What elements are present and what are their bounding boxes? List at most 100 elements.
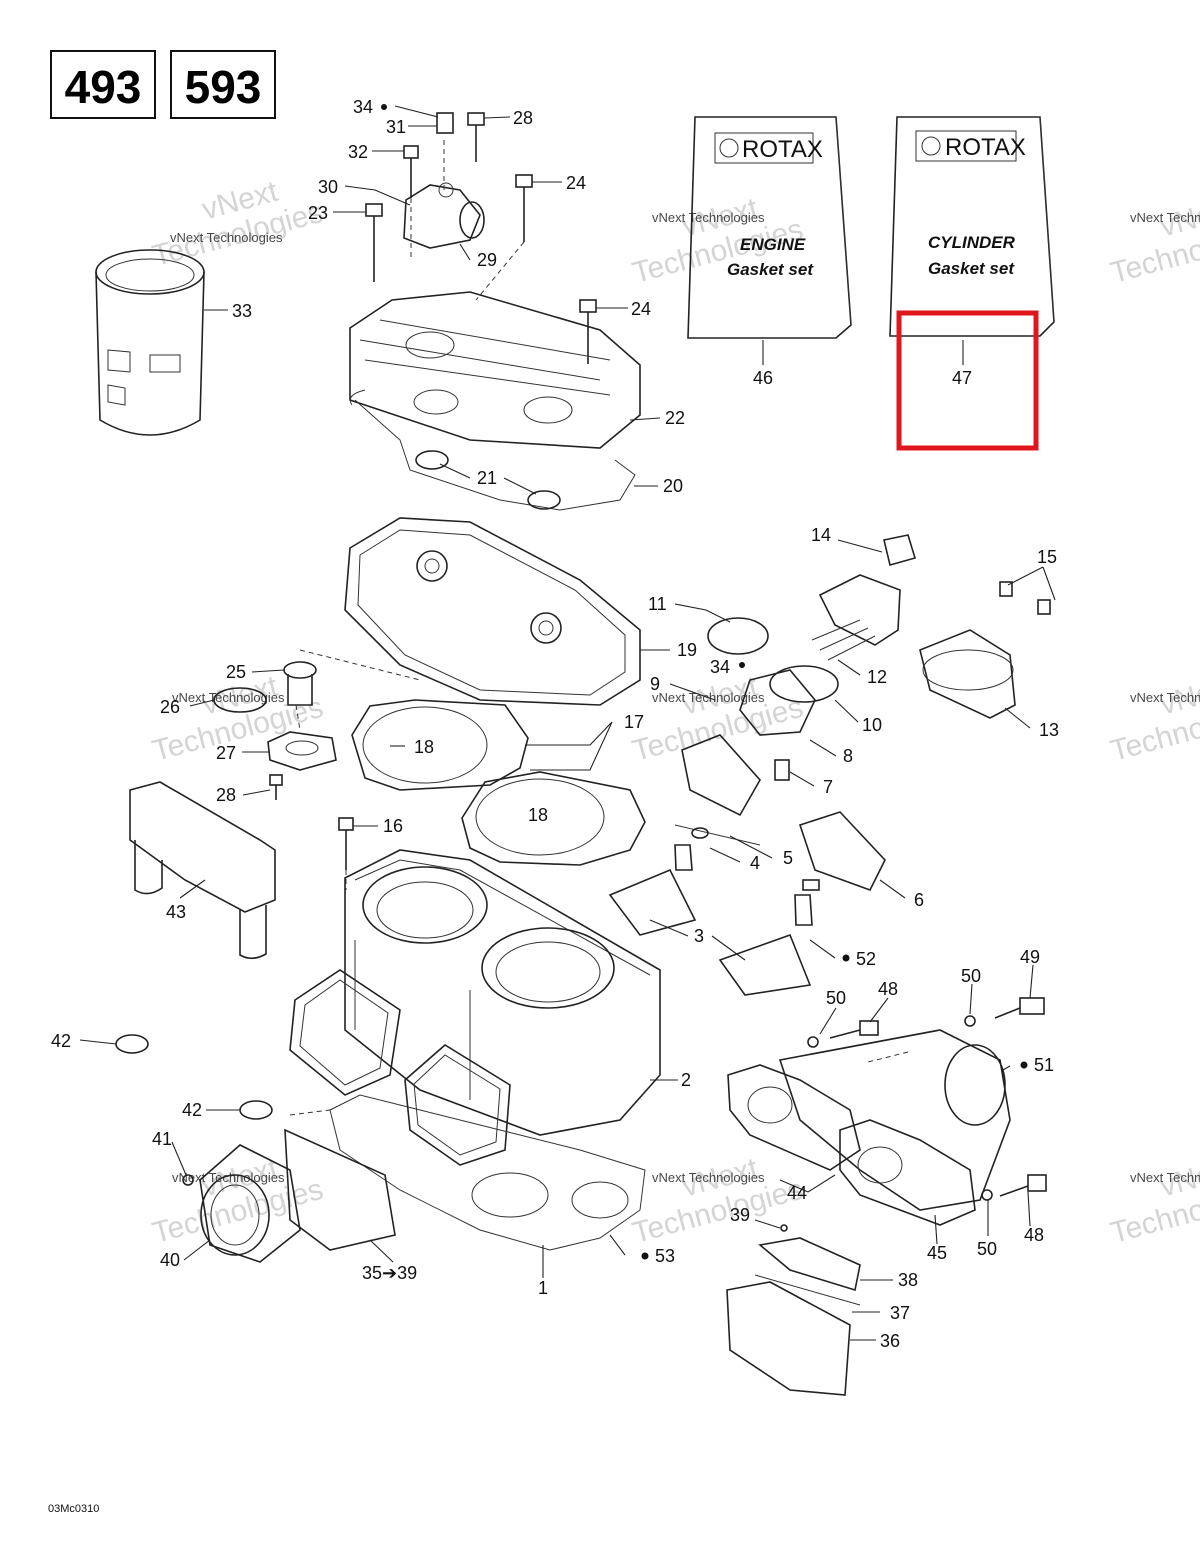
callout-46: 46 xyxy=(753,368,773,388)
callout-14: 14 xyxy=(811,525,831,545)
model-code-box-493: 493 xyxy=(50,50,156,119)
kit-name-47: CYLINDER xyxy=(928,233,1016,252)
callout-23: 23 xyxy=(308,203,328,223)
callout-2: 2 xyxy=(681,1070,691,1090)
cylinder-head-part[interactable] xyxy=(344,517,641,706)
callout-52: 52 xyxy=(856,949,876,969)
watermark-small: vNext Technologies xyxy=(652,1170,765,1185)
exhaust-valve-parts[interactable] xyxy=(608,844,813,996)
intake-adaptor-left-part[interactable] xyxy=(182,1128,396,1263)
callout-22: 22 xyxy=(665,408,685,428)
callout-33: 33 xyxy=(232,301,252,321)
head-gasket-part[interactable] xyxy=(349,389,636,511)
watermark-small: vNext Technologies xyxy=(172,690,285,705)
watermark-small: vNext Technologies xyxy=(170,230,283,245)
callout-34: 34 xyxy=(353,97,373,117)
callout-28: 28 xyxy=(216,785,236,805)
callout-11: 11 xyxy=(648,594,667,614)
callout-25: 25 xyxy=(226,662,246,682)
callout-21: 21 xyxy=(477,468,497,488)
callout-50: 50 xyxy=(961,966,981,986)
watermark-small: vNext Technologies xyxy=(1130,210,1200,225)
lubricant-drop-icon xyxy=(739,662,745,668)
water-outlet-elbow-part[interactable] xyxy=(403,182,485,249)
callout-20: 20 xyxy=(663,476,683,496)
rotax-logo-icon xyxy=(719,138,739,158)
callout-45: 45 xyxy=(927,1243,947,1263)
top-fasteners xyxy=(365,112,597,364)
callout-24: 24 xyxy=(631,299,651,319)
cylinder-gasket-set-kit[interactable]: ROTAX CYLINDER Gasket set xyxy=(889,116,1055,365)
callout-48: 48 xyxy=(878,979,898,999)
callout-32: 32 xyxy=(348,142,368,162)
kit-brand-46: ROTAX xyxy=(742,136,823,163)
watermark-small: vNext Technologies xyxy=(172,1170,285,1185)
callout-39: 39 xyxy=(730,1205,750,1225)
stud-bolt-part[interactable] xyxy=(338,817,354,870)
kit-sub-46: Gasket set xyxy=(727,260,814,279)
callout-26: 26 xyxy=(160,697,180,717)
callout-36: 36 xyxy=(880,1331,900,1351)
lubricant-drop-icon xyxy=(1020,1061,1028,1069)
engine-gasket-set-kit[interactable]: ROTAX ENGINE Gasket set xyxy=(687,116,852,365)
callout-30: 30 xyxy=(318,177,338,197)
kit-brand-47: ROTAX xyxy=(945,134,1026,161)
cylinder-base-gaskets-part[interactable] xyxy=(351,699,646,866)
exhaust-manifold-part[interactable] xyxy=(129,781,276,960)
base-gasket-part[interactable] xyxy=(329,1094,646,1251)
assembly-guide-lines xyxy=(289,140,909,1116)
callout-43: 43 xyxy=(166,902,186,922)
callout-51: 51 xyxy=(1034,1055,1054,1075)
model-code-593: 593 xyxy=(185,61,262,113)
rave-valve-assembly-parts[interactable] xyxy=(674,534,1051,891)
callout-29: 29 xyxy=(477,250,497,270)
highlight-box xyxy=(896,310,1039,451)
callout-24: 24 xyxy=(566,173,586,193)
callout-35-to-39: 35➔39 xyxy=(362,1263,417,1283)
callout-18: 18 xyxy=(528,805,548,825)
callout-37: 37 xyxy=(890,1303,910,1323)
lubricant-drop-icon xyxy=(381,104,387,110)
callout-40: 40 xyxy=(160,1250,180,1270)
callout-leader-lines xyxy=(79,105,1056,1341)
intake-manifold-right-parts[interactable] xyxy=(727,997,1047,1226)
callout-16: 16 xyxy=(383,816,403,836)
cylinder-block-part[interactable] xyxy=(344,849,661,1136)
callout-9: 9 xyxy=(650,674,660,694)
callout-42: 42 xyxy=(182,1100,202,1120)
cylinder-head-cover-part[interactable] xyxy=(349,291,641,449)
cylinder-sleeve-part[interactable] xyxy=(95,249,205,436)
callout-15: 15 xyxy=(1037,547,1057,567)
watermark-small: vNext Technologies xyxy=(1130,1170,1200,1185)
callout-49: 49 xyxy=(1020,947,1040,967)
lubricant-drop-icon xyxy=(842,954,850,962)
callout-31: 31 xyxy=(386,117,406,137)
callout-27: 27 xyxy=(216,743,236,763)
callout-4: 4 xyxy=(750,853,760,873)
callout-17: 17 xyxy=(624,712,644,732)
watermarks: vNext Technologies vNext Technologies vN… xyxy=(149,175,1200,1250)
callout-19: 19 xyxy=(677,640,697,660)
callout-50: 50 xyxy=(826,988,846,1008)
callout-44: 44 xyxy=(787,1183,807,1203)
callout-8: 8 xyxy=(843,746,853,766)
kit-name-46: ENGINE xyxy=(740,235,806,254)
callout-5: 5 xyxy=(783,848,793,868)
callout-7: 7 xyxy=(823,777,833,797)
callout-47: 47 xyxy=(952,368,972,388)
callout-28: 28 xyxy=(513,108,533,128)
callout-labels: 34 31 28 32 30 24 23 29 33 24 46 47 22 2… xyxy=(51,97,1059,1351)
callout-1: 1 xyxy=(538,1278,548,1298)
callout-3: 3 xyxy=(694,926,704,946)
reed-block-right-parts[interactable] xyxy=(726,1224,861,1396)
watermark-small: vNext Technologies xyxy=(1130,690,1200,705)
model-code-493: 493 xyxy=(65,61,142,113)
drawing-reference-code: 03Mc0310 xyxy=(48,1503,99,1515)
intake-reed-frames-part[interactable] xyxy=(289,969,511,1166)
model-code-box-593: 593 xyxy=(170,50,276,119)
callout-34: 34 xyxy=(710,657,730,677)
callout-53: 53 xyxy=(655,1246,675,1266)
callout-48: 48 xyxy=(1024,1225,1044,1245)
callout-18: 18 xyxy=(414,737,434,757)
